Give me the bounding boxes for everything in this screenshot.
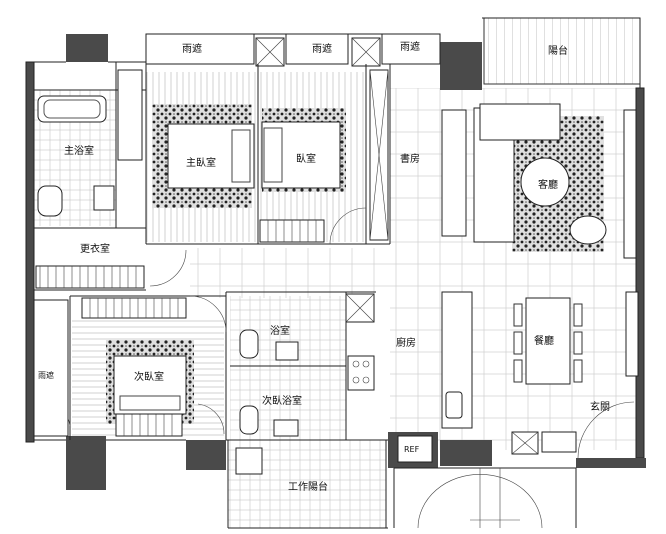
tv-cabinet bbox=[623, 109, 637, 259]
kitchen-sink bbox=[445, 391, 463, 419]
bathtub-inner bbox=[43, 99, 101, 119]
label-second-bath: 次臥浴室 bbox=[262, 394, 302, 407]
entrance-bench bbox=[541, 431, 577, 453]
label-master-bedroom: 主臥室 bbox=[186, 156, 216, 169]
chair bbox=[573, 331, 583, 355]
balcony-floor bbox=[483, 17, 641, 85]
bath2-sink bbox=[273, 419, 299, 437]
canopy-left bbox=[33, 299, 69, 437]
label-canopy-top-1: 雨遮 bbox=[182, 42, 202, 55]
label-dining-room: 餐廳 bbox=[534, 334, 554, 347]
label-kitchen: 廚房 bbox=[396, 336, 416, 349]
label-bedroom: 臥室 bbox=[296, 152, 316, 165]
fridge-box bbox=[397, 435, 433, 463]
label-second-bedroom: 次臥室 bbox=[134, 370, 164, 383]
canopy-2 bbox=[285, 33, 349, 65]
label-entrance: 玄關 bbox=[590, 400, 610, 413]
dining-table bbox=[525, 297, 571, 385]
chair bbox=[513, 303, 523, 327]
bathtub bbox=[37, 95, 107, 123]
armchair bbox=[569, 215, 607, 245]
canopy-3 bbox=[381, 33, 441, 65]
label-canopy-top-3: 雨遮 bbox=[400, 40, 420, 53]
chair bbox=[573, 359, 583, 383]
bedroom-bed-pillow bbox=[263, 127, 283, 183]
chair bbox=[513, 331, 523, 355]
label-service-balcony: 工作陽台 bbox=[288, 480, 328, 493]
bath2-toilet bbox=[239, 405, 259, 435]
chair bbox=[573, 303, 583, 327]
master-bed-pillow bbox=[231, 129, 251, 183]
master-sink bbox=[93, 185, 115, 211]
chair bbox=[513, 359, 523, 383]
wardrobe-second bbox=[81, 297, 187, 319]
walls bbox=[25, 34, 646, 490]
sofa-back bbox=[479, 103, 561, 141]
label-fridge: REF bbox=[404, 445, 420, 454]
closet-1 bbox=[117, 69, 143, 161]
label-canopy-left: 雨遮 bbox=[38, 370, 54, 380]
label-master-bath: 主浴室 bbox=[64, 144, 94, 157]
hall-floor bbox=[190, 248, 390, 298]
second-bed-pillow bbox=[119, 395, 181, 411]
canopy-1 bbox=[145, 33, 255, 65]
stove bbox=[347, 355, 375, 391]
interior-walls bbox=[34, 62, 391, 529]
label-study: 書房 bbox=[400, 152, 420, 165]
bath-toilet bbox=[239, 329, 259, 359]
coffee-table bbox=[520, 157, 570, 207]
shoe-cabinet bbox=[625, 291, 639, 377]
label-canopy-top-2: 雨遮 bbox=[312, 42, 332, 55]
study-desk bbox=[441, 109, 467, 237]
label-bathroom: 浴室 bbox=[270, 324, 290, 337]
label-balcony: 陽台 bbox=[548, 44, 568, 57]
master-toilet bbox=[37, 185, 63, 217]
wardrobe-bottom bbox=[35, 265, 145, 289]
bath-sink bbox=[275, 341, 299, 361]
washer bbox=[235, 447, 263, 475]
label-dressing-room: 更衣室 bbox=[80, 242, 110, 255]
label-living-room: 客廳 bbox=[538, 178, 558, 191]
